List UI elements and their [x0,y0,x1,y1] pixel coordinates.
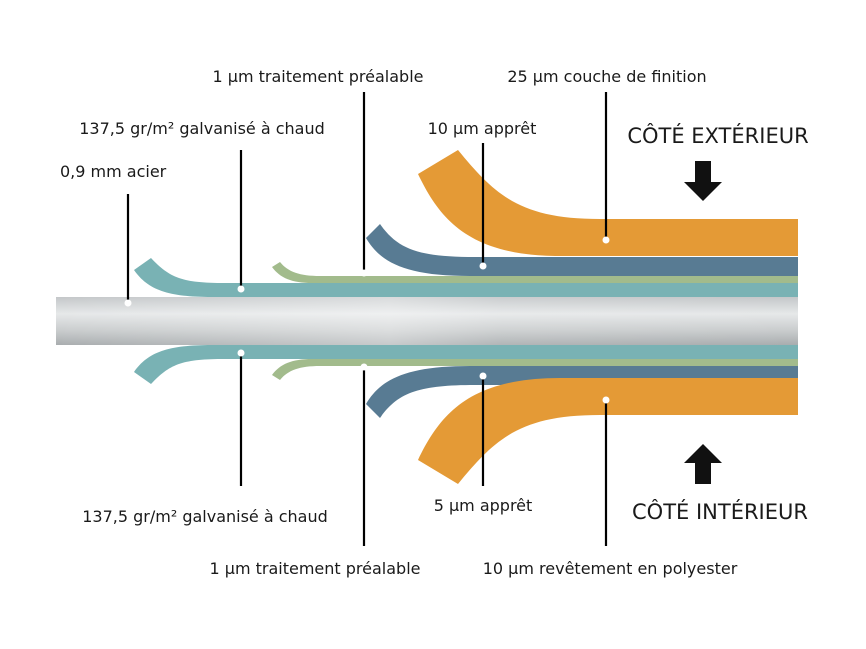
label-bottom-polyester: 10 µm revêtement en polyester [483,559,738,578]
label-bottom-pretreatment: 1 µm traitement préalable [210,559,421,578]
dot-bottom-pretreatment [360,363,368,371]
label-top-finish: 25 µm couche de finition [507,67,706,86]
label-top-pretreatment: 1 µm traitement préalable [213,67,424,86]
side-exterior-label: CÔTÉ EXTÉRIEUR [627,123,808,148]
side-interior-label: CÔTÉ INTÉRIEUR [632,499,808,524]
top-pretreatment-layer [272,262,798,283]
dot-bottom-galvanized [237,349,245,357]
steel-sheen [56,297,798,345]
bottom-finish-layer [418,378,798,484]
arrow-down-icon [684,161,722,201]
bottom-galvanized-layer [134,345,798,384]
top-finish-layer [418,150,798,256]
label-bottom-galvanized: 137,5 gr/m² galvanisé à chaud [82,507,328,526]
dot-top-galvanized [237,285,245,293]
label-steel: 0,9 mm acier [60,162,167,181]
dot-top-primer [479,262,487,270]
arrow-up-icon [684,444,722,484]
top-galvanized-layer [134,258,798,297]
label-bottom-primer: 5 µm apprêt [434,496,533,515]
dot-bottom-primer [479,372,487,380]
label-top-galvanized: 137,5 gr/m² galvanisé à chaud [79,119,325,138]
dot-bottom-polyester [602,396,610,404]
dot-top-finish [602,236,610,244]
dot-steel [124,299,132,307]
top-primer-layer [366,224,798,276]
dot-top-pretreatment [360,269,368,277]
label-top-primer: 10 µm apprêt [428,119,537,138]
bottom-pretreatment-layer [272,359,798,380]
